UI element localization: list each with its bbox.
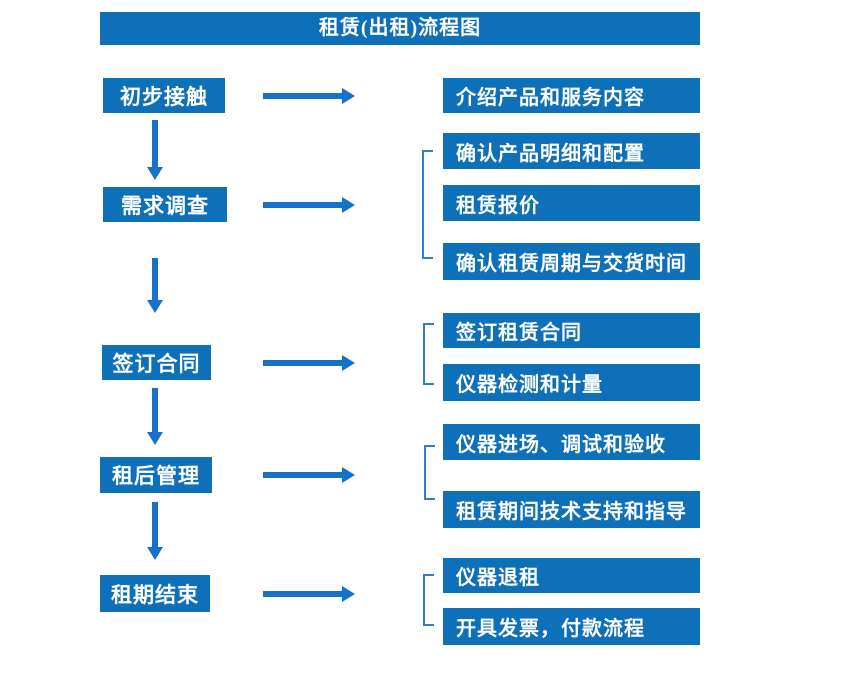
stage-box-initial-contact: 初步接触: [103, 78, 225, 113]
output-box-introduce-products: 介绍产品和服务内容: [443, 78, 700, 113]
output-box-technical-support: 租赁期间技术支持和指导: [443, 491, 700, 528]
arrow-stem: [152, 388, 158, 435]
stage-box-rental-end: 租期结束: [100, 575, 210, 612]
stage-box-post-rental-management: 租后管理: [100, 457, 212, 493]
right-arrow-2: [263, 197, 355, 213]
arrow-head-icon: [147, 547, 163, 560]
arrow-head-icon: [147, 167, 163, 180]
down-arrow-3: [147, 388, 163, 445]
diagram-title: 租赁(出租)流程图: [100, 12, 700, 45]
group-bracket-sign-contract: [423, 323, 434, 385]
arrow-stem: [152, 258, 158, 303]
output-box-rental-quotation: 租赁报价: [443, 185, 700, 221]
arrow-stem: [263, 360, 342, 366]
arrow-stem: [263, 472, 342, 478]
arrow-head-icon: [342, 355, 355, 371]
arrow-stem: [263, 93, 342, 99]
output-box-invoice-payment: 开具发票，付款流程: [443, 608, 700, 645]
arrow-head-icon: [342, 467, 355, 483]
arrow-head-icon: [342, 88, 355, 104]
group-bracket-demand-survey: [422, 150, 433, 259]
arrow-head-icon: [147, 300, 163, 313]
output-box-instrument-return: 仪器退租: [443, 558, 700, 593]
stage-box-sign-contract: 签订合同: [102, 345, 211, 380]
arrow-stem: [152, 502, 158, 550]
arrow-stem: [263, 202, 342, 208]
down-arrow-1: [147, 120, 163, 180]
output-box-instrument-testing: 仪器检测和计量: [443, 364, 700, 401]
output-box-confirm-details-config: 确认产品明细和配置: [443, 133, 700, 169]
arrow-stem: [263, 591, 342, 597]
arrow-head-icon: [342, 586, 355, 602]
output-box-confirm-period-delivery: 确认租赁周期与交货时间: [443, 243, 700, 280]
right-arrow-1: [263, 88, 355, 104]
group-bracket-rental-end: [423, 574, 434, 626]
output-box-sign-rental-contract: 签订租赁合同: [443, 313, 700, 348]
output-box-instrument-entry-acceptance: 仪器进场、调试和验收: [443, 424, 700, 460]
arrow-stem: [152, 120, 158, 170]
down-arrow-2: [147, 258, 163, 313]
group-bracket-post-rental: [424, 445, 435, 500]
arrow-head-icon: [342, 197, 355, 213]
right-arrow-3: [263, 355, 355, 371]
right-arrow-4: [263, 467, 355, 483]
stage-box-demand-survey: 需求调查: [103, 187, 227, 222]
down-arrow-4: [147, 502, 163, 560]
arrow-head-icon: [147, 432, 163, 445]
right-arrow-5: [263, 586, 355, 602]
